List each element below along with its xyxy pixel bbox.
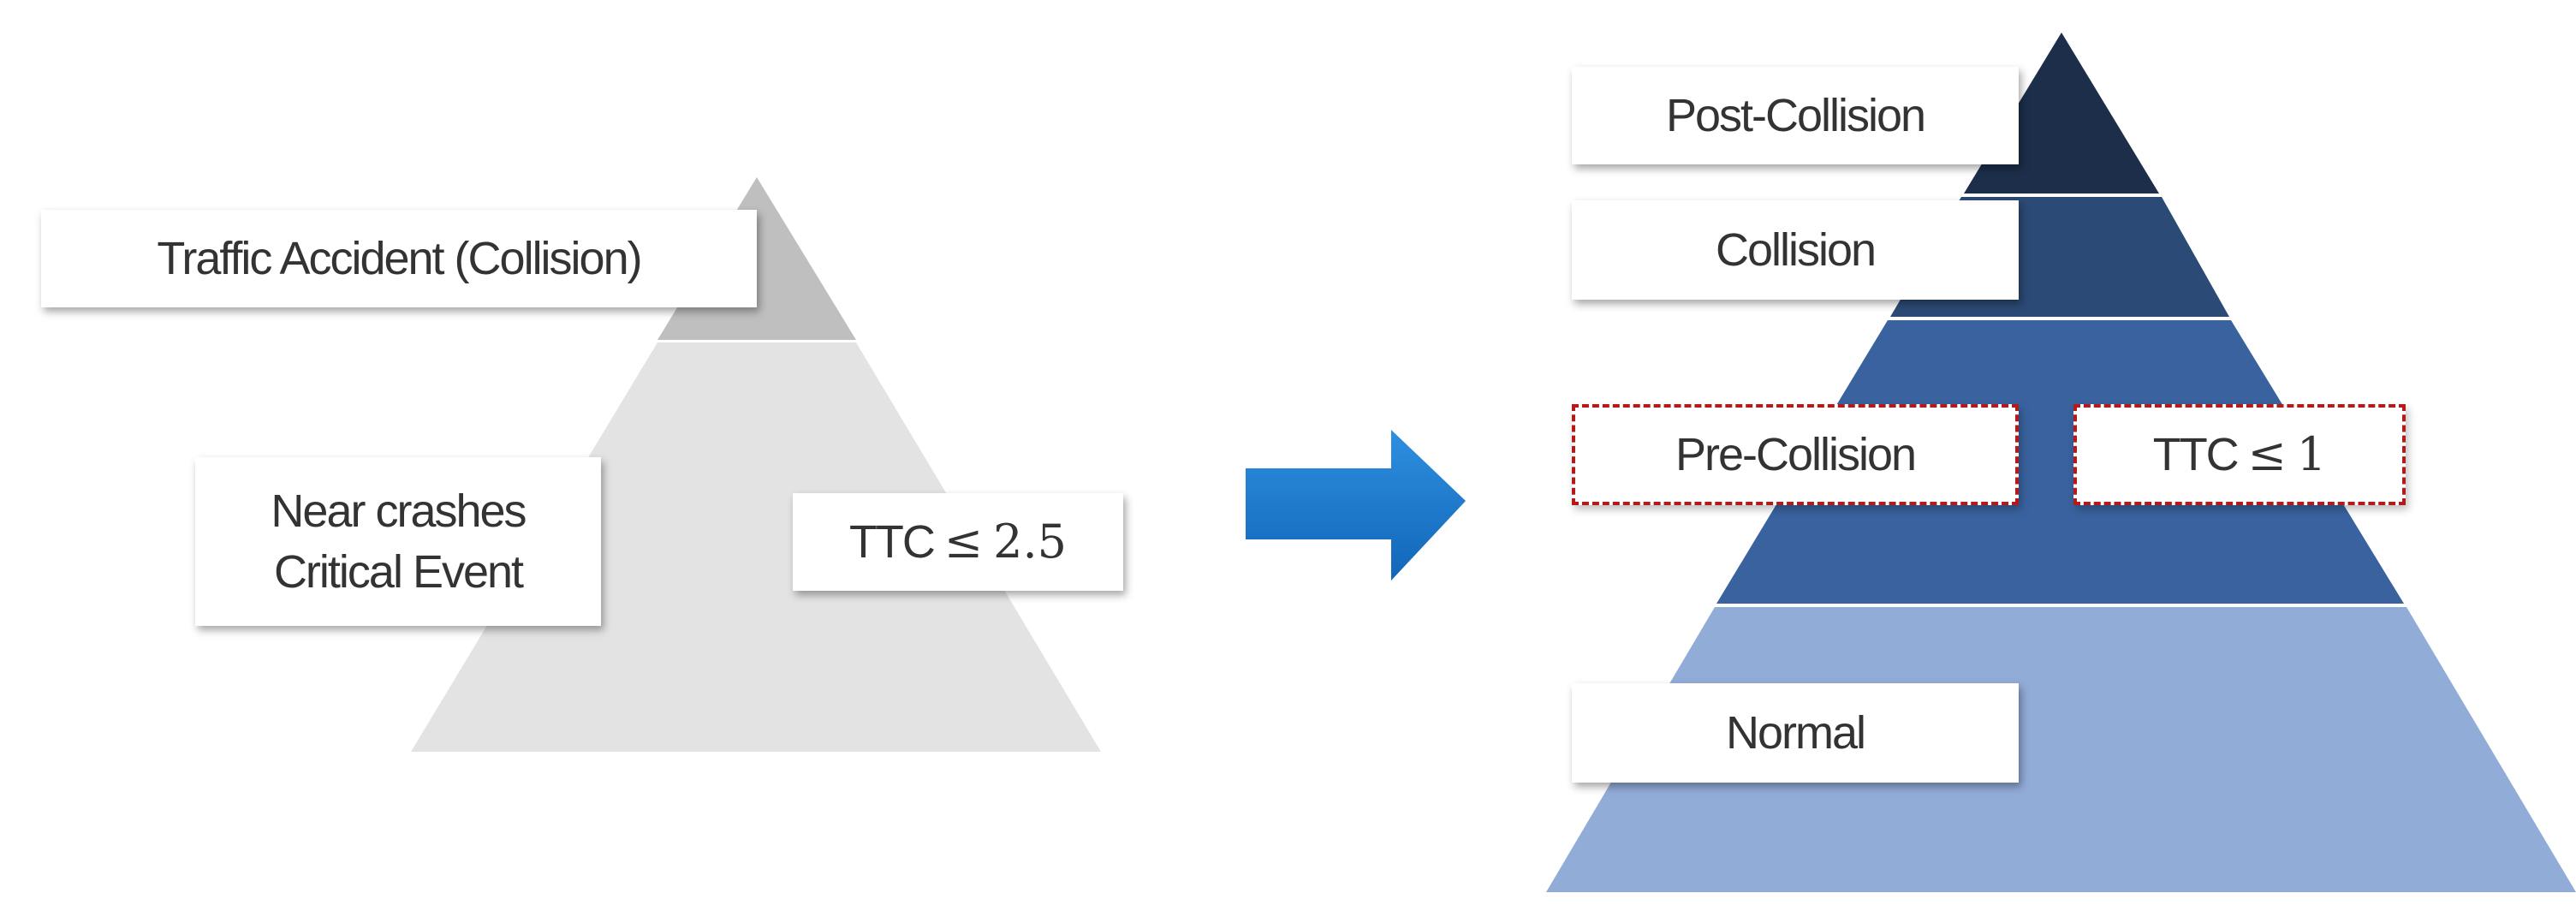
normal-label: Normal: [1572, 683, 2019, 783]
ttc-text-left: TTC: [848, 515, 936, 568]
ttc-op-right: ≤: [2247, 426, 2287, 481]
ttc-text-right: TTC: [2152, 428, 2240, 480]
pre-collision-text: Pre-Collision: [1675, 428, 1917, 480]
post-collision-label: Post-Collision: [1572, 67, 2019, 164]
ttc-threshold-left: TTC ≤ 2.5: [793, 493, 1123, 591]
near-crashes-label: Near crashes Critical Event: [195, 457, 601, 626]
near-crashes-text: Near crashes Critical Event: [271, 481, 527, 601]
near-crashes-line-1: Near crashes: [271, 485, 527, 538]
collision-label: Collision: [1572, 200, 2019, 300]
ttc-value-right: 1: [2296, 426, 2327, 481]
collision-text: Collision: [1715, 223, 1877, 276]
traffic-accident-label: Traffic Accident (Collision): [41, 210, 757, 307]
near-crashes-line-2: Critical Event: [273, 545, 524, 598]
right-arrow-icon: [1246, 430, 1466, 581]
right-pyramid-level-3: [1716, 320, 2404, 604]
right-pyramid-level-4: [1546, 607, 2576, 892]
post-collision-text: Post-Collision: [1665, 89, 1926, 141]
ttc-value-left: 2.5: [993, 514, 1068, 569]
left-pyramid-bottom-level: [411, 342, 1101, 752]
ttc-op-left: ≤: [943, 514, 984, 569]
pre-collision-label: Pre-Collision: [1572, 404, 2019, 505]
traffic-accident-text: Traffic Accident (Collision): [157, 232, 642, 284]
ttc-threshold-right: TTC ≤ 1: [2073, 404, 2406, 505]
normal-text: Normal: [1725, 706, 1866, 759]
